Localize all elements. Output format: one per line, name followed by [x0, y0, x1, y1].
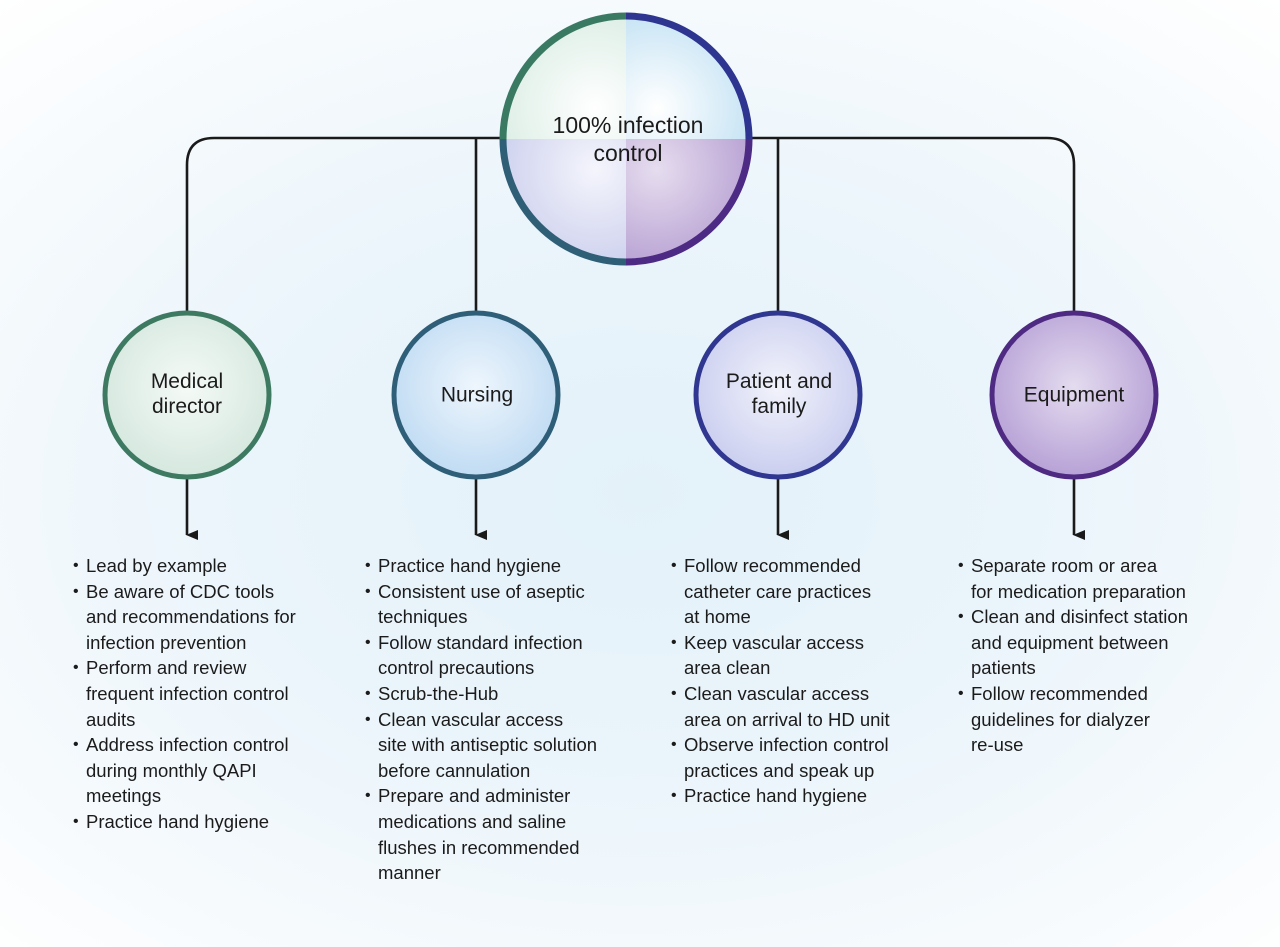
- node-circle-medical-director: [102, 310, 272, 480]
- center-rim-bottom-right: [625, 138, 753, 266]
- center-rim-top-left: [499, 12, 627, 140]
- list-item: Scrub-the-Hub: [365, 681, 597, 707]
- center-label-line-1: 100% infection: [552, 112, 704, 138]
- node-label-line: family: [751, 395, 807, 418]
- bullet-list-medical-director: Lead by example Be aware of CDC tools an…: [73, 553, 296, 835]
- list-item: Separate room or area for medication pre…: [958, 553, 1188, 604]
- connectors: [185, 136, 1076, 312]
- list-item: Keep vascular access area clean: [671, 630, 890, 681]
- list-item: Prepare and administer medications and s…: [365, 783, 597, 885]
- node-label-line: Nursing: [440, 383, 514, 407]
- node-circle-patient-and-family: [693, 310, 863, 480]
- node-label-nursing: Nursing: [441, 383, 513, 408]
- connector-equipment: [750, 136, 1076, 312]
- center-quadrant-top-right: [626, 16, 749, 139]
- list-item: Observe infection control practices and …: [671, 732, 890, 783]
- node-label-line: Patient and: [725, 370, 833, 393]
- center-quadrant-bottom-left: [503, 139, 626, 262]
- node-circle-equipment: [989, 310, 1159, 480]
- bullet-list-nursing: Practice hand hygiene Consistent use of …: [365, 553, 597, 886]
- node-label-patient-and-family: Patient and family: [726, 369, 832, 419]
- list-item: Follow standard infection control precau…: [365, 630, 597, 681]
- node-label-line: director: [151, 395, 223, 418]
- list-item: Clean vascular access site with antisept…: [365, 707, 597, 784]
- list-item: Practice hand hygiene: [365, 553, 597, 579]
- list-item: Consistent use of aseptic techniques: [365, 579, 597, 630]
- center-rim-bottom-left: [499, 138, 627, 266]
- connector-medical-director: [185, 136, 502, 312]
- bullet-list-equipment: Separate room or area for medication pre…: [958, 553, 1188, 758]
- list-item: Lead by example: [73, 553, 296, 579]
- bullet-list-patient-and-family: Follow recommended catheter care practic…: [671, 553, 890, 809]
- node-circle-nursing: [391, 310, 561, 480]
- node-label-line: Medical: [150, 370, 224, 393]
- list-item: Follow recommended catheter care practic…: [671, 553, 890, 630]
- list-item: Follow recommended guidelines for dialyz…: [958, 681, 1188, 758]
- center-label-line-2: control: [593, 140, 663, 166]
- center-quadrant-bottom-right: [626, 139, 749, 262]
- list-item: Practice hand hygiene: [671, 783, 890, 809]
- list-item: Be aware of CDC tools and recommendation…: [73, 579, 296, 656]
- node-label-line: Equipment: [1023, 383, 1125, 407]
- node-label-equipment: Equipment: [1024, 383, 1124, 408]
- center-node: [499, 12, 753, 266]
- center-rim-top-right: [625, 12, 753, 140]
- arrows: [185, 478, 1085, 540]
- node-label-medical-director: Medical director: [151, 369, 223, 419]
- list-item: Address infection control during monthly…: [73, 732, 296, 809]
- center-node-label: 100% infection control: [553, 111, 704, 167]
- list-item: Clean vascular access area on arrival to…: [671, 681, 890, 732]
- list-item: Practice hand hygiene: [73, 809, 296, 835]
- center-quadrant-top-left: [503, 16, 626, 139]
- list-item: Clean and disinfect station and equipmen…: [958, 604, 1188, 681]
- list-item: Perform and review frequent infection co…: [73, 655, 296, 732]
